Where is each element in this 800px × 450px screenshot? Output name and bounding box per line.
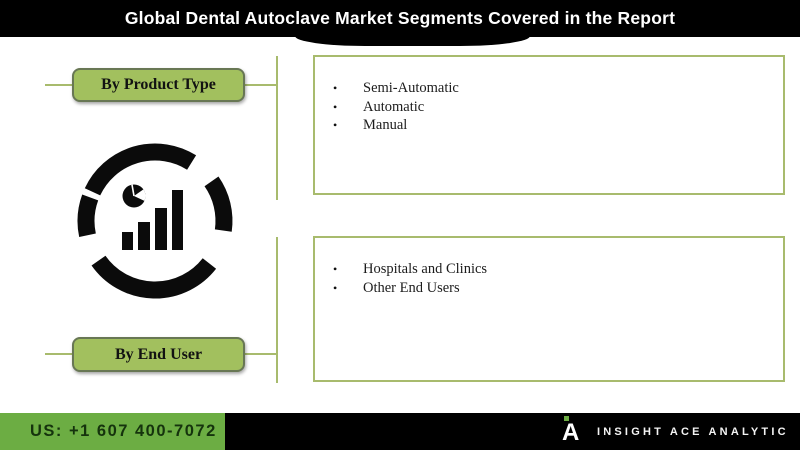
logo-letter: A: [562, 418, 580, 446]
list-item: • Semi-Automatic: [333, 79, 773, 98]
end-user-item: Hospitals and Clinics: [363, 261, 488, 277]
phone-banner: US: +1 607 400-7072: [0, 413, 225, 450]
product-type-item: Automatic: [363, 98, 425, 115]
bullet-icon: •: [333, 262, 338, 276]
by-product-type-label: By Product Type: [101, 76, 216, 93]
list-item: • Automatic: [333, 98, 773, 117]
broken-ring-chart-icon: [77, 143, 233, 299]
connector-vertical-bottom: [276, 237, 278, 383]
product-type-item: Semi-Automatic: [363, 80, 459, 96]
list-item: • Other End Users: [333, 279, 773, 298]
connector-line-left-bottom: [45, 353, 73, 355]
phone-number: US: +1 607 400-7072: [30, 422, 217, 440]
bullet-icon: •: [333, 81, 338, 95]
list-item: • Hospitals and Clinics: [333, 260, 773, 279]
footer-bar: US: +1 607 400-7072 A INSIGHT ACE ANALYT…: [0, 413, 800, 450]
end-user-item: Other End Users: [363, 279, 460, 296]
product-type-item: Manual: [363, 117, 408, 133]
product-type-box: • Semi-Automatic • Automatic • Manual: [313, 55, 785, 195]
bullet-icon: •: [333, 99, 338, 114]
chart-analytics-icon: [75, 142, 235, 302]
brand-logo-group: A INSIGHT ACE ANALYTIC: [562, 413, 789, 450]
connector-vertical-top: [276, 56, 278, 200]
list-item: • Manual: [333, 116, 773, 135]
bullet-icon: •: [333, 118, 338, 132]
page-title: Global Dental Autoclave Market Segments …: [124, 8, 676, 28]
brand-name: INSIGHT ACE ANALYTIC: [597, 425, 789, 438]
by-end-user-label: By End User: [114, 345, 203, 363]
connector-line-left-top: [45, 84, 73, 86]
logo-dot-icon: [564, 415, 569, 421]
connector-line-end-user: [244, 353, 278, 355]
title-banner-curve: [295, 0, 530, 46]
bullet-icon: •: [333, 280, 338, 295]
by-product-type-button: By Product Type: [72, 68, 245, 102]
end-user-box: • Hospitals and Clinics • Other End User…: [313, 236, 785, 382]
connector-line-product-type: [244, 84, 278, 86]
by-end-user-button: By End User: [72, 337, 245, 372]
brand-logo-icon: A: [562, 415, 584, 447]
